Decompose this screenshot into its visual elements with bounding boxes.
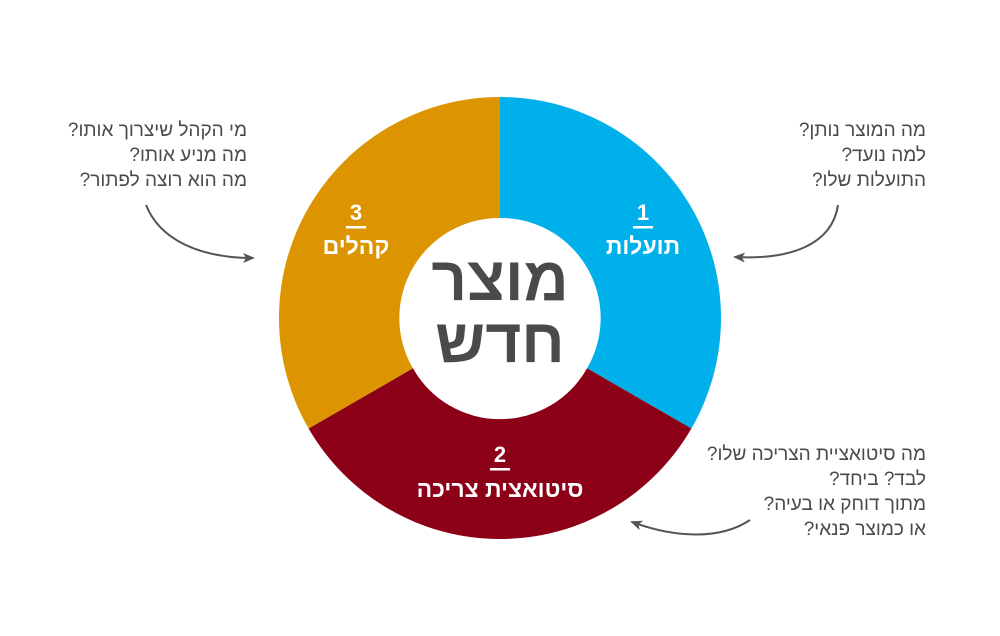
segment-number-underline-2 bbox=[490, 468, 510, 471]
segment-number-underline-3 bbox=[346, 226, 366, 229]
segment-audiences bbox=[278, 97, 500, 429]
segment-label-audiences: קהלים bbox=[323, 233, 390, 259]
center-title-line1: מוצר bbox=[431, 245, 568, 314]
question-line: מתוך דוחק או בעיה? bbox=[763, 494, 926, 515]
arrow-audiences bbox=[145, 204, 255, 263]
question-line: מה מניע אותו? bbox=[129, 145, 247, 166]
arrow-situation bbox=[630, 519, 751, 536]
questions-audiences: מי הקהל שיצרוך אותו? מה מניע אותו? מה הו… bbox=[68, 118, 247, 193]
question-line: מה הוא רוצה לפתור? bbox=[79, 170, 247, 191]
question-line: לבד? ביחד? bbox=[829, 469, 926, 490]
segment-number-3: 3 bbox=[350, 200, 362, 225]
questions-consumption-situation: מה סיטואציית הצריכה שלו? לבד? ביחד? מתוך… bbox=[707, 442, 926, 542]
question-line: מה סיטואציית הצריכה שלו? bbox=[706, 444, 926, 465]
arrow-benefits bbox=[733, 204, 839, 263]
question-line: התועלות שלו? bbox=[811, 170, 926, 191]
questions-benefits: מה המוצר נותן? למה נועד? התועלות שלו? bbox=[799, 118, 926, 193]
segment-benefits bbox=[500, 97, 722, 429]
segment-consumption-situation bbox=[308, 368, 692, 540]
segment-label-consumption-situation: סיטואצית צריכה bbox=[417, 476, 584, 502]
question-line: מה המוצר נותן? bbox=[798, 120, 926, 141]
segment-label-benefits: תועלות bbox=[606, 233, 680, 259]
question-line: או כמוצר פנאי? bbox=[803, 519, 926, 540]
center-title-line2: חדש bbox=[435, 307, 564, 376]
segment-number-underline-1 bbox=[633, 226, 653, 229]
center-hub bbox=[400, 218, 600, 418]
segment-number-1: 1 bbox=[637, 200, 649, 225]
question-line: למה נועד? bbox=[841, 145, 926, 166]
question-line: מי הקהל שיצרוך אותו? bbox=[67, 120, 247, 141]
segment-number-2: 2 bbox=[494, 442, 506, 467]
